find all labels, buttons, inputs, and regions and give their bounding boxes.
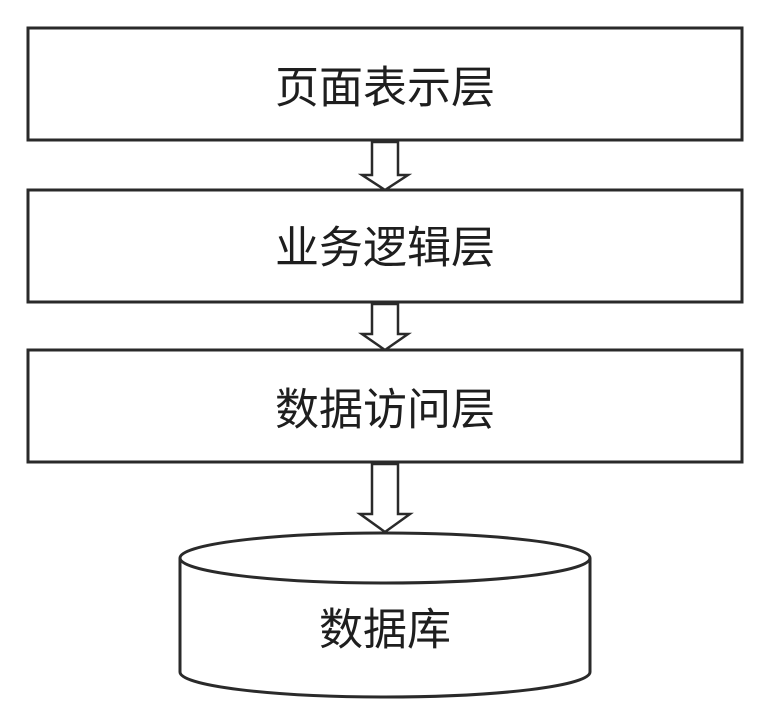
layer-label-business: 业务逻辑层 <box>275 223 495 274</box>
database-top <box>178 531 592 585</box>
database-label: 数据库 <box>319 605 451 656</box>
layer-presentation: 页面表示层 <box>26 26 744 142</box>
layer-box-presentation <box>26 26 744 142</box>
database-cylinder: 数据库 <box>178 531 592 699</box>
layer-box-data-access <box>26 348 744 464</box>
layer-label-presentation: 页面表示层 <box>275 63 495 114</box>
layer-box-business <box>26 188 744 304</box>
layer-business: 业务逻辑层 <box>26 188 744 304</box>
down-arrow-icon <box>357 140 413 192</box>
layer-label-data-access: 数据访问层 <box>275 385 495 436</box>
layer-data-access: 数据访问层 <box>26 348 744 464</box>
database-body <box>178 558 592 699</box>
down-arrow-icon <box>358 302 412 352</box>
down-arrow-icon <box>356 462 414 534</box>
